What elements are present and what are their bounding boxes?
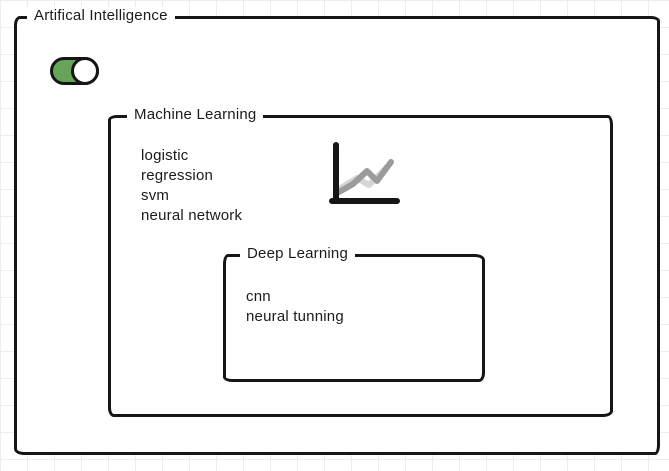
list-item: svm — [141, 187, 170, 204]
ai-group-box: Artifical Intelligence Machine Learning … — [14, 7, 660, 455]
machine-learning-label: Machine Learning — [127, 106, 264, 123]
deep-learning-box: Deep Learning cnn neural tunning — [223, 245, 485, 382]
deep-learning-label: Deep Learning — [240, 245, 356, 262]
list-item: regression — [141, 167, 214, 184]
list-item: neural tunning — [246, 308, 344, 325]
list-item: cnn — [246, 288, 271, 305]
line-chart-icon — [329, 142, 400, 204]
toggle-knob — [71, 57, 99, 85]
ml-item-list: logistic regression svm neural network — [141, 146, 242, 226]
toggle-switch[interactable] — [50, 57, 99, 85]
machine-learning-box: Machine Learning logistic regression svm… — [108, 106, 613, 417]
dl-item-list: cnn neural tunning — [246, 287, 344, 327]
list-item: logistic — [141, 147, 189, 164]
ai-group-label: Artifical Intelligence — [27, 7, 175, 24]
list-item: neural network — [141, 207, 243, 224]
